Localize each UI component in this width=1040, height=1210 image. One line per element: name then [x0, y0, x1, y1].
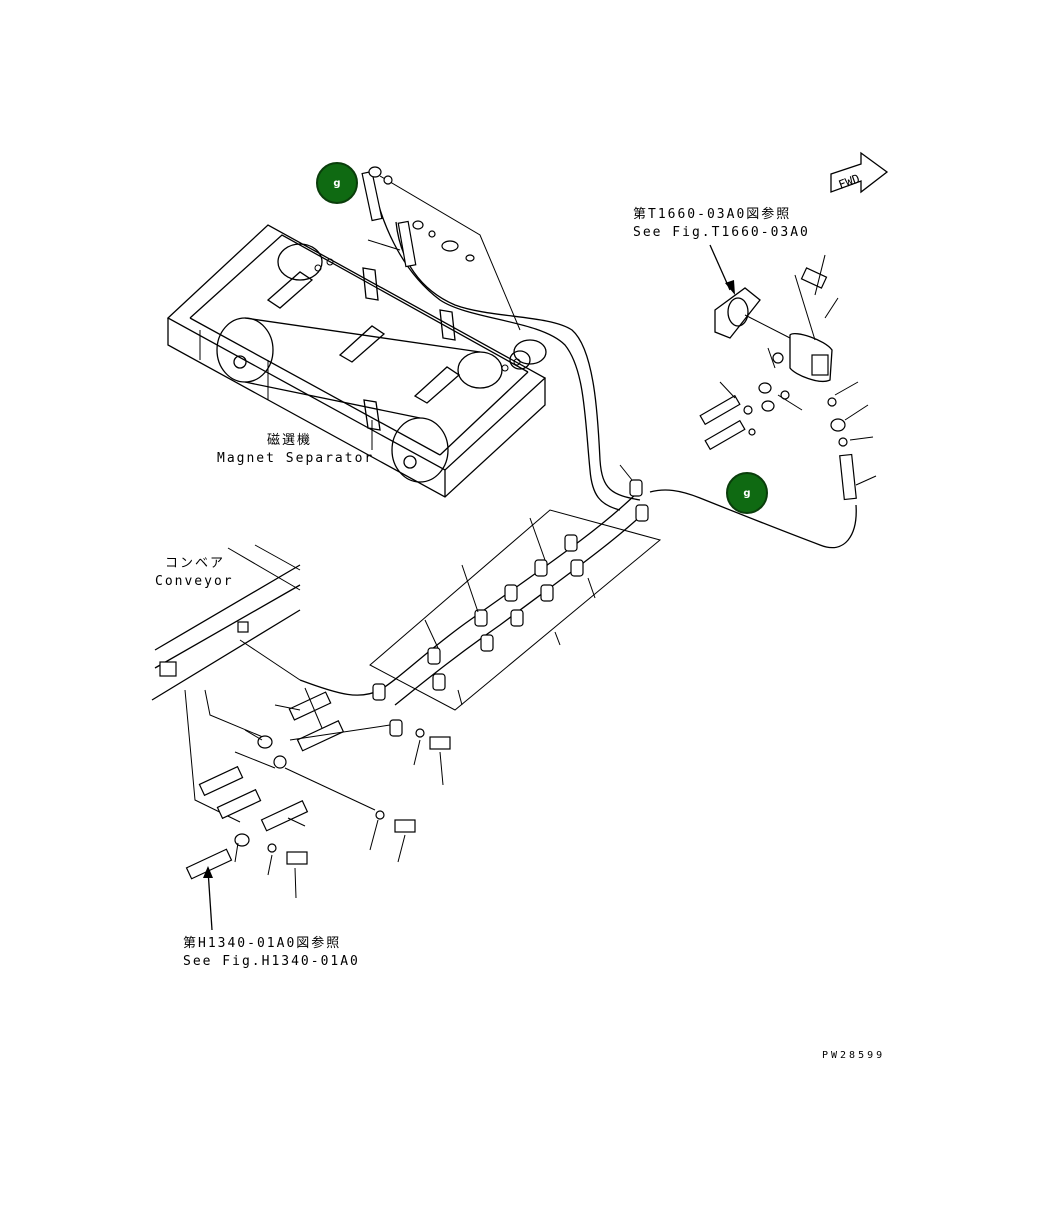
part-callout-right[interactable]: g [726, 472, 768, 514]
reference-arrows [203, 244, 735, 931]
magnet-separator-label-jp: 磁選機 [267, 433, 313, 448]
reference-bottom-link[interactable]: See Fig.H1340-01A0 [183, 954, 360, 969]
reference-bottom-jp: 第H1340-01A0図参照 [183, 936, 342, 951]
magnet-separator-label: Magnet Separator [217, 451, 375, 466]
conveyor-label: Conveyor [155, 574, 234, 589]
forward-direction-icon: FWD [830, 151, 889, 194]
reference-top-jp: 第T1660-03A0図参照 [633, 207, 792, 222]
drawing-code: PW28599 [822, 1050, 886, 1061]
hose-clamp-drawing [239, 464, 662, 737]
part-callout-top[interactable]: g [316, 162, 358, 204]
conveyor-drawing [151, 544, 451, 899]
reference-top-link[interactable]: See Fig.T1660-03A0 [633, 225, 810, 240]
pump-assembly-drawing [649, 254, 877, 549]
conveyor-label-jp: コンベア [165, 556, 226, 571]
hose-lines-upper [361, 166, 641, 511]
fwd-label: FWD [837, 171, 862, 192]
magnet-separator-drawing [166, 224, 547, 498]
